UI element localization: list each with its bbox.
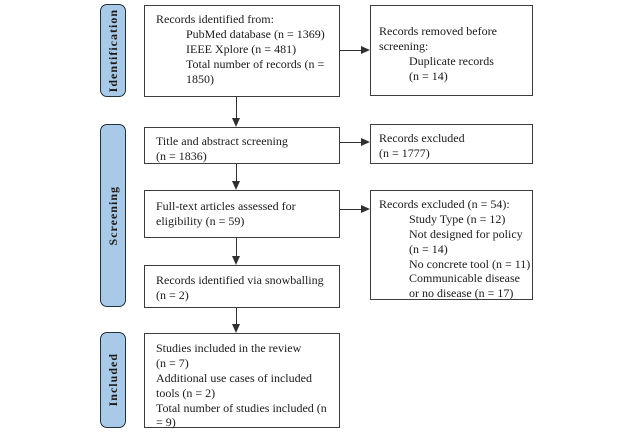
arrow-identified-to-removed [340, 50, 362, 52]
arrow-fulltext-to-excluded [340, 209, 362, 211]
arrowhead-right-icon [361, 138, 370, 146]
box-line: Records excluded [379, 131, 465, 145]
box-line: Duplicate records [409, 53, 494, 68]
arrowhead-down-icon [232, 256, 240, 265]
stage-screening: Screening [100, 124, 126, 307]
box-line: screening: [379, 38, 429, 53]
box-line: (n = 1836) [156, 148, 207, 163]
box-line: PubMed database (n = 1369) [186, 26, 325, 41]
box-line: or no disease (n = 17) [409, 286, 514, 301]
box-line: 1850) [186, 71, 214, 86]
box-line: Studies included in the review [156, 341, 302, 355]
box-line: Additional use cases of included [156, 370, 312, 385]
box-line: IEEE Xplore (n = 481) [186, 41, 297, 56]
box-line: (n = 14) [409, 241, 448, 256]
box-records-excluded-fulltext: Records excluded (n = 54): Study Type (n… [370, 190, 533, 300]
arrow-screening-to-fulltext [236, 164, 238, 182]
box-line: Communicable disease [409, 271, 520, 286]
arrow-fulltext-to-snowballing [236, 238, 238, 257]
box-line: (n = 7) [156, 355, 189, 370]
box-line: Not designed for policy [409, 226, 523, 241]
arrowhead-right-icon [361, 205, 370, 213]
stage-included: Included [100, 332, 126, 428]
stage-identification: Identification [100, 4, 126, 97]
box-line: Total number of records (n = [186, 56, 325, 71]
box-line: Study Type (n = 12) [409, 211, 506, 226]
stage-screening-label: Screening [105, 185, 120, 246]
box-line: (n = 2) [156, 287, 189, 302]
arrow-screening-to-excluded [340, 142, 362, 144]
box-studies-included: Studies included in the review (n = 7) A… [144, 333, 340, 430]
arrowhead-down-icon [232, 324, 240, 333]
box-fulltext-assessed: Full-text articles assessed for eligibil… [144, 190, 340, 238]
box-line: Records identified via snowballing [156, 273, 324, 287]
arrowhead-right-icon [361, 46, 370, 54]
box-line: Records excluded (n = 54): [379, 197, 510, 211]
arrowhead-down-icon [232, 118, 240, 127]
box-line: No concrete tool (n = 11) [409, 256, 531, 271]
box-line: Title and abstract screening [156, 134, 288, 148]
box-records-identified: Records identified from: PubMed database… [144, 5, 340, 97]
box-line: eligibility (n = 59) [156, 213, 245, 228]
box-line: Total number of studies included (n [156, 400, 327, 415]
stage-included-label: Included [105, 353, 120, 407]
box-line: Records removed before [379, 24, 497, 38]
box-records-removed: Records removed before screening: Duplic… [370, 5, 533, 96]
box-line: tools (n = 2) [156, 385, 216, 400]
box-line: (n = 14) [409, 68, 448, 83]
box-line: Full-text articles assessed for [156, 199, 296, 213]
stage-identification-label: Identification [105, 8, 120, 93]
box-line: (n = 1777) [379, 145, 430, 160]
box-title-abstract-screening: Title and abstract screening (n = 1836) [144, 127, 340, 164]
box-snowballing: Records identified via snowballing (n = … [144, 265, 340, 308]
box-records-excluded-screening: Records excluded (n = 1777) [370, 124, 533, 164]
arrow-identified-to-screening [236, 97, 238, 119]
arrowhead-down-icon [232, 181, 240, 190]
arrow-snowballing-to-included [236, 308, 238, 325]
box-line: Records identified from: [156, 12, 274, 26]
box-line: = 9) [156, 415, 176, 430]
